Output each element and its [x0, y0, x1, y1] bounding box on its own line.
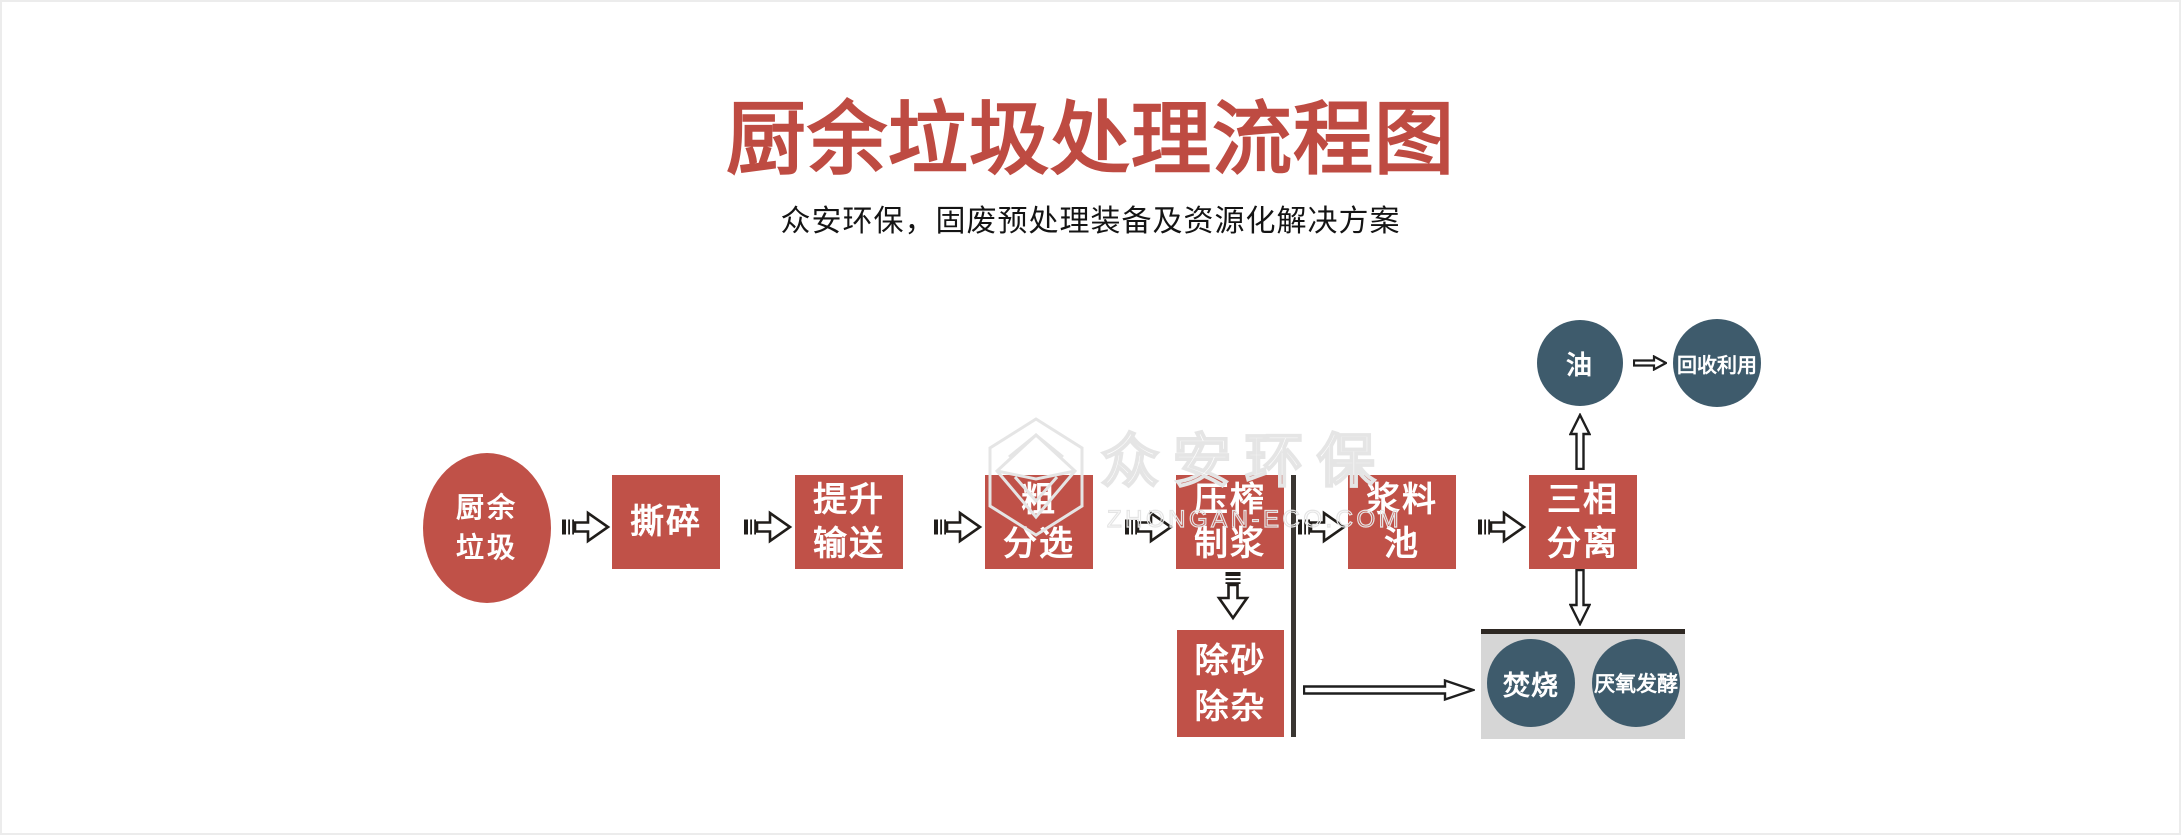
striped-right-arrow-icon: [1124, 509, 1174, 545]
node-shred: 撕碎: [612, 475, 720, 569]
page-title: 厨余垃圾处理流程图: [726, 95, 1455, 184]
up-arrow-icon: [1569, 413, 1591, 470]
node-coarse-sorting: 粗 分选: [985, 475, 1093, 569]
striped-right-arrow-icon: [1297, 509, 1347, 545]
striped-right-arrow-icon: [933, 509, 983, 545]
page-subtitle: 众安环保，固废预处理装备及资源化解决方案: [780, 205, 1401, 238]
node-recycle: 回收利用: [1673, 319, 1761, 407]
node-incineration: 焚烧: [1487, 639, 1575, 727]
node-slurry-pool: 浆料 池: [1348, 475, 1456, 569]
node-press-pulping: 压榨 制浆: [1176, 475, 1284, 569]
right-arrow-icon: [1633, 355, 1667, 371]
long-right-arrow-icon: [1303, 677, 1475, 703]
separator-line: [1291, 475, 1296, 737]
node-oil: 油: [1537, 320, 1623, 406]
striped-right-arrow-icon: [561, 509, 611, 545]
node-anaerobic-fermentation: 厌氧发酵: [1592, 639, 1680, 727]
striped-right-arrow-icon: [743, 509, 793, 545]
node-desand-impurity: 除砂 除杂: [1177, 630, 1284, 737]
node-three-phase-separation: 三相 分离: [1529, 475, 1637, 569]
node-kitchen-waste: 厨余 垃圾: [423, 453, 551, 603]
striped-right-arrow-icon: [1477, 509, 1527, 545]
striped-down-arrow-icon: [1215, 571, 1251, 621]
down-arrow-icon: [1569, 569, 1591, 626]
node-lift-convey: 提升 输送: [795, 475, 903, 569]
